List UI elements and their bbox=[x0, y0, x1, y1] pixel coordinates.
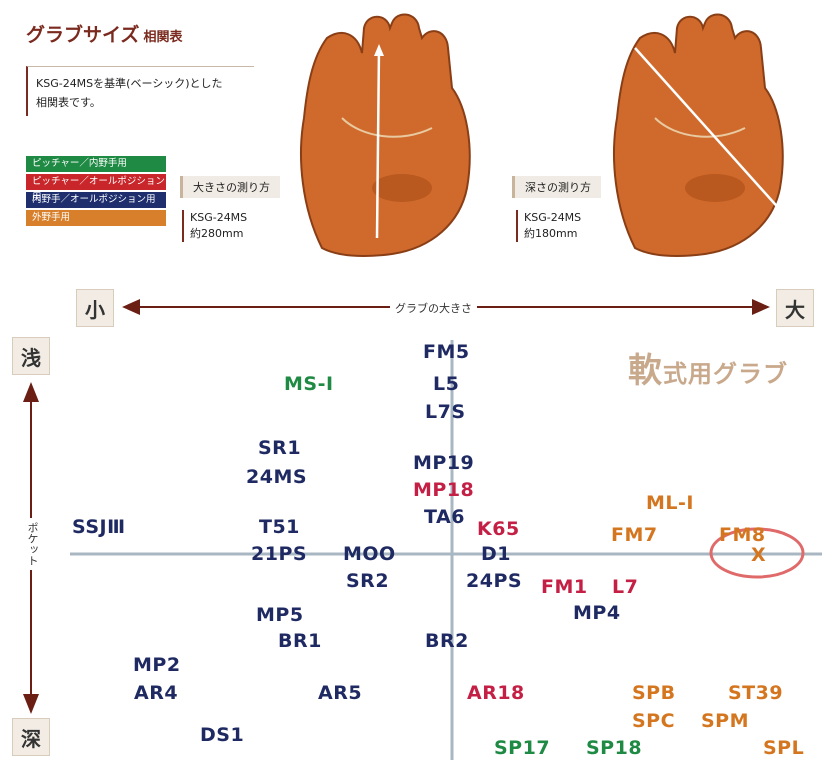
model-l5: L5 bbox=[433, 373, 460, 395]
model-st39: ST39 bbox=[728, 682, 784, 704]
model-fm7: FM7 bbox=[611, 524, 658, 546]
model-spc: SPC bbox=[632, 710, 676, 732]
model-x: X bbox=[751, 544, 767, 566]
axis-large: 大 bbox=[776, 289, 814, 327]
measure-size-model: KSG-24MS bbox=[190, 211, 248, 224]
pocket-axis-arrow-down bbox=[23, 694, 39, 714]
model-ms-i: MS-Ⅰ bbox=[284, 373, 334, 395]
softball-glove-watermark: 軟式用グラブ bbox=[628, 343, 788, 392]
measure-depth-model: KSG-24MS bbox=[524, 211, 582, 224]
model-br2: BR2 bbox=[425, 630, 469, 652]
model-fm8: FM8 bbox=[719, 524, 766, 546]
glove-photo-depth bbox=[595, 8, 795, 258]
measure-depth-label: 深さの測り方 bbox=[512, 176, 601, 198]
measure-size-label: 大きさの測り方 bbox=[180, 176, 280, 198]
model-moo: MOO bbox=[343, 543, 396, 565]
legend: ピッチャー／内野手用 ピッチャー／オールポジション用 内野手／オールポジション用… bbox=[26, 156, 166, 228]
model-24ms: 24MS bbox=[246, 466, 308, 488]
model-fm5: FM5 bbox=[423, 341, 470, 363]
model-mp2: MP2 bbox=[133, 654, 181, 676]
model-ta6: TA6 bbox=[424, 506, 465, 528]
model-mp4: MP4 bbox=[573, 602, 621, 624]
model-24ps: 24PS bbox=[466, 570, 523, 592]
axis-small: 小 bbox=[76, 289, 114, 327]
model-ds1: DS1 bbox=[200, 724, 245, 746]
model-d1: D1 bbox=[481, 543, 511, 565]
measure-depth-spec: KSG-24MS 約180mm bbox=[516, 210, 581, 242]
title-main: グラブサイズ bbox=[26, 24, 140, 46]
model-ar4: AR4 bbox=[134, 682, 179, 704]
model-sp17: SP17 bbox=[494, 737, 551, 759]
model-mp5: MP5 bbox=[256, 604, 304, 626]
legend-item-infield-all: 内野手／オールポジション用 bbox=[26, 192, 166, 208]
page-title: グラブサイズ相関表 bbox=[26, 20, 182, 47]
measure-size-spec: KSG-24MS 約280mm bbox=[182, 210, 247, 242]
legend-item-outfield: 外野手用 bbox=[26, 210, 166, 226]
model-mp18: MP18 bbox=[413, 479, 475, 501]
model-sr2: SR2 bbox=[346, 570, 390, 592]
pocket-axis-title: ポケット bbox=[22, 518, 40, 570]
model-ssj3: SSJⅢ bbox=[72, 516, 126, 538]
pocket-axis-arrow-up bbox=[23, 382, 39, 402]
model-l7: L7 bbox=[612, 576, 639, 598]
title-sub: 相関表 bbox=[143, 30, 183, 45]
model-sr1: SR1 bbox=[258, 437, 302, 459]
model-21ps: 21PS bbox=[251, 543, 308, 565]
model-t51: T51 bbox=[259, 516, 300, 538]
model-fm1: FM1 bbox=[541, 576, 588, 598]
legend-item-pitcher-infield: ピッチャー／内野手用 bbox=[26, 156, 166, 172]
size-axis-arrow-left bbox=[122, 299, 140, 315]
glove-photo-size bbox=[282, 8, 482, 258]
size-axis-arrow-right bbox=[752, 299, 770, 315]
model-mp19: MP19 bbox=[413, 452, 475, 474]
watermark-big: 軟 bbox=[628, 351, 663, 391]
model-sp18: SP18 bbox=[586, 737, 643, 759]
highlight-circle bbox=[709, 527, 805, 579]
model-l7s: L7S bbox=[425, 401, 466, 423]
model-k65: K65 bbox=[477, 518, 520, 540]
glove-depth-illustration bbox=[613, 13, 787, 257]
model-ar5: AR5 bbox=[318, 682, 363, 704]
model-br1: BR1 bbox=[278, 630, 322, 652]
description: KSG-24MSを基準(ベーシック)とした 相関表です。 bbox=[26, 66, 254, 116]
axis-shallow: 浅 bbox=[12, 337, 50, 375]
axis-deep: 深 bbox=[12, 718, 50, 756]
model-spm: SPM bbox=[701, 710, 750, 732]
model-spl: SPL bbox=[763, 737, 805, 759]
description-line-1: KSG-24MSを基準(ベーシック)とした bbox=[36, 77, 223, 90]
model-ml-i: ML-Ⅰ bbox=[646, 492, 694, 514]
model-spb: SPB bbox=[632, 682, 676, 704]
measure-size-value: 約280mm bbox=[190, 227, 244, 240]
size-axis-title: グラブの大きさ bbox=[390, 300, 477, 316]
model-ar18: AR18 bbox=[467, 682, 525, 704]
watermark-rest: 式用グラブ bbox=[663, 360, 788, 388]
description-line-2: 相関表です。 bbox=[36, 96, 101, 109]
measure-depth-value: 約180mm bbox=[524, 227, 578, 240]
glove-size-illustration bbox=[300, 13, 471, 257]
